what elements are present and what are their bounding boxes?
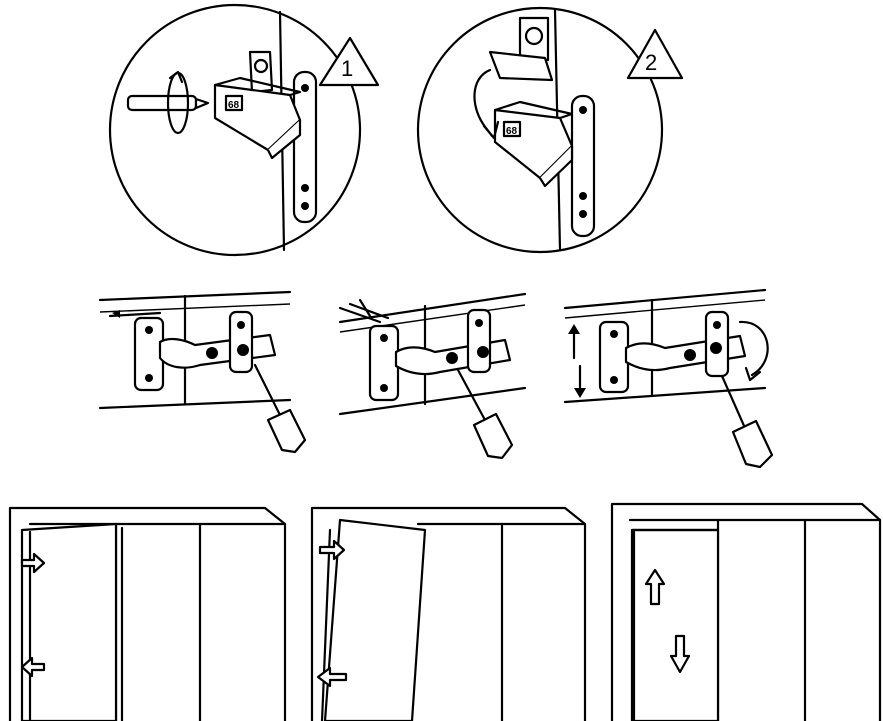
screwdriver-icon bbox=[253, 363, 307, 454]
step-2-label: 2 bbox=[645, 50, 657, 75]
step-1-label: 1 bbox=[341, 56, 353, 81]
rotate-arrow-icon bbox=[166, 70, 190, 135]
detail-circle-1: 68 1 bbox=[108, 3, 380, 257]
cabinet-view-1 bbox=[8, 506, 287, 721]
rotate-cw-arrow-icon bbox=[738, 320, 769, 382]
push-arrow-icon bbox=[318, 539, 346, 561]
hinge-mounting-plate bbox=[292, 70, 318, 224]
side-arrow-icon bbox=[338, 298, 390, 324]
cabinet-view-3 bbox=[610, 502, 882, 721]
cabinet-view-2 bbox=[310, 506, 587, 721]
push-arrow-icon bbox=[20, 552, 46, 574]
down-arrow-icon bbox=[669, 634, 691, 674]
hinge-pin bbox=[126, 94, 210, 112]
step-1-marker: 1 bbox=[318, 36, 380, 87]
screwdriver-icon bbox=[456, 368, 514, 460]
push-arrow-icon bbox=[316, 666, 348, 688]
open-door bbox=[20, 522, 118, 721]
detail-circle-2: 68 2 bbox=[416, 6, 684, 254]
adjustment-panel-depth bbox=[98, 290, 307, 454]
step-2-marker: 2 bbox=[626, 28, 684, 80]
tilted-door bbox=[320, 518, 427, 721]
curved-arrow-icon bbox=[473, 68, 500, 140]
hinge-arm-detached: 68 bbox=[488, 16, 574, 188]
screwdriver-icon bbox=[720, 374, 774, 469]
hinge-mounting-plate bbox=[570, 94, 596, 238]
hinge-arm: 68 bbox=[213, 50, 302, 160]
adjustment-panel-side bbox=[338, 292, 527, 460]
push-arrow-icon bbox=[20, 656, 46, 678]
aligned-door bbox=[630, 528, 720, 721]
vertical-double-arrow-icon bbox=[568, 324, 586, 398]
up-arrow-icon bbox=[644, 568, 666, 606]
svg-text:68: 68 bbox=[228, 100, 240, 111]
adjustment-panel-height bbox=[563, 288, 774, 469]
svg-text:68: 68 bbox=[506, 126, 518, 137]
